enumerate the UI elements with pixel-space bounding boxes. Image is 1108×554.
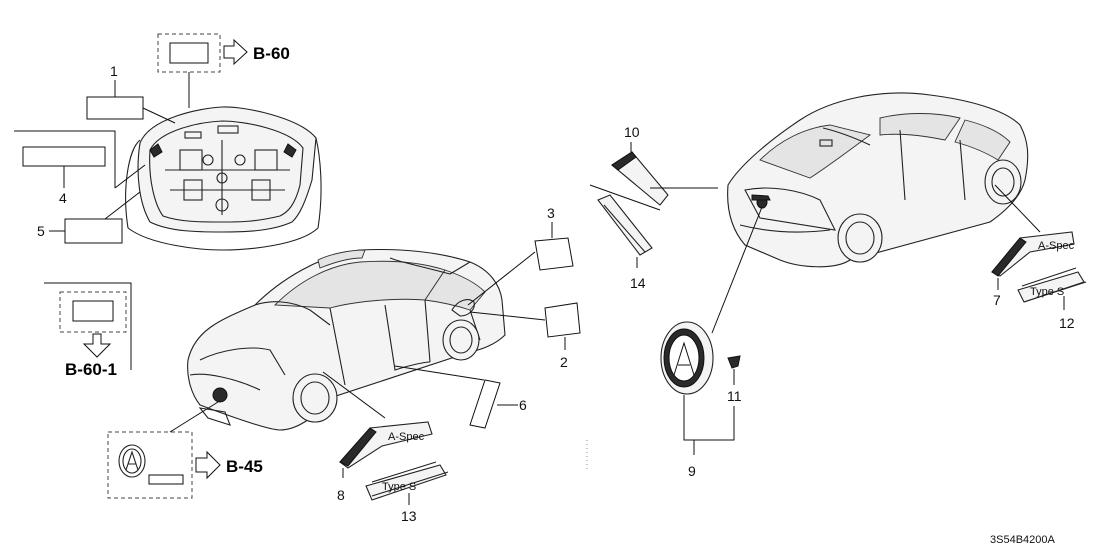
callout-13-number[interactable]: 13 — [401, 508, 417, 524]
front-label-ref: B-60-1 — [44, 282, 132, 379]
callout-6: 6 — [394, 365, 527, 429]
ref-b60[interactable]: B-60 — [253, 44, 290, 63]
rear-emblem: 11 9 — [660, 206, 763, 479]
label-2 — [544, 302, 581, 338]
front-car — [187, 248, 506, 431]
callout-1-number[interactable]: 1 — [110, 63, 118, 79]
callout-5-number[interactable]: 5 — [37, 223, 45, 239]
badge-14-rear: 14 — [589, 184, 661, 291]
callout-5: 5 — [37, 191, 141, 244]
rear-car — [727, 92, 1029, 268]
badge-7-text: A-Spec — [1038, 240, 1075, 252]
callout-10-number[interactable]: 10 — [624, 124, 640, 140]
badge-7-aspec-rear: A-Spec 7 — [991, 184, 1075, 308]
callout-12-number[interactable]: 12 — [1059, 315, 1075, 331]
callout-3-number[interactable]: 3 — [547, 205, 555, 221]
badge-12-types-rear: Type S 12 — [1017, 267, 1087, 331]
callout-3: 3 — [467, 205, 574, 306]
callout-2: 2 — [469, 302, 581, 370]
ref-b45[interactable]: B-45 — [226, 457, 263, 476]
callout-6-number[interactable]: 6 — [519, 397, 527, 413]
hood-assembly — [125, 106, 322, 251]
badge-8-aspec-front: A-Spec 8 — [322, 371, 433, 503]
diagram-code: 3S54B4200A — [990, 534, 1055, 546]
front-emblem-ref: B-45 — [107, 401, 263, 499]
callout-11-number[interactable]: 11 — [727, 388, 742, 404]
label-6 — [469, 379, 501, 429]
badge-10-rear: 10 — [611, 124, 718, 206]
label-1 — [86, 96, 144, 120]
callout-7-number[interactable]: 7 — [993, 292, 1001, 308]
callout-4: 4 — [14, 130, 146, 206]
hood-label-ref: B-60 — [157, 33, 290, 108]
callout-9-number[interactable]: 9 — [688, 463, 696, 479]
badge-13-text: Type S — [382, 481, 416, 493]
callout-14-number[interactable]: 14 — [630, 275, 646, 291]
ref-b60-1[interactable]: B-60-1 — [65, 360, 117, 379]
badge-12-text: Type S — [1030, 286, 1064, 298]
callout-1: 1 — [86, 63, 176, 124]
label-4 — [22, 146, 106, 167]
label-3 — [534, 237, 574, 271]
callout-4-number[interactable]: 4 — [59, 190, 67, 206]
badge-13-types-front: Type S 13 — [365, 461, 449, 524]
badge-8-text: A-Spec — [388, 431, 425, 443]
callout-8-number[interactable]: 8 — [337, 487, 345, 503]
label-5 — [64, 218, 123, 244]
callout-2-number[interactable]: 2 — [560, 354, 568, 370]
